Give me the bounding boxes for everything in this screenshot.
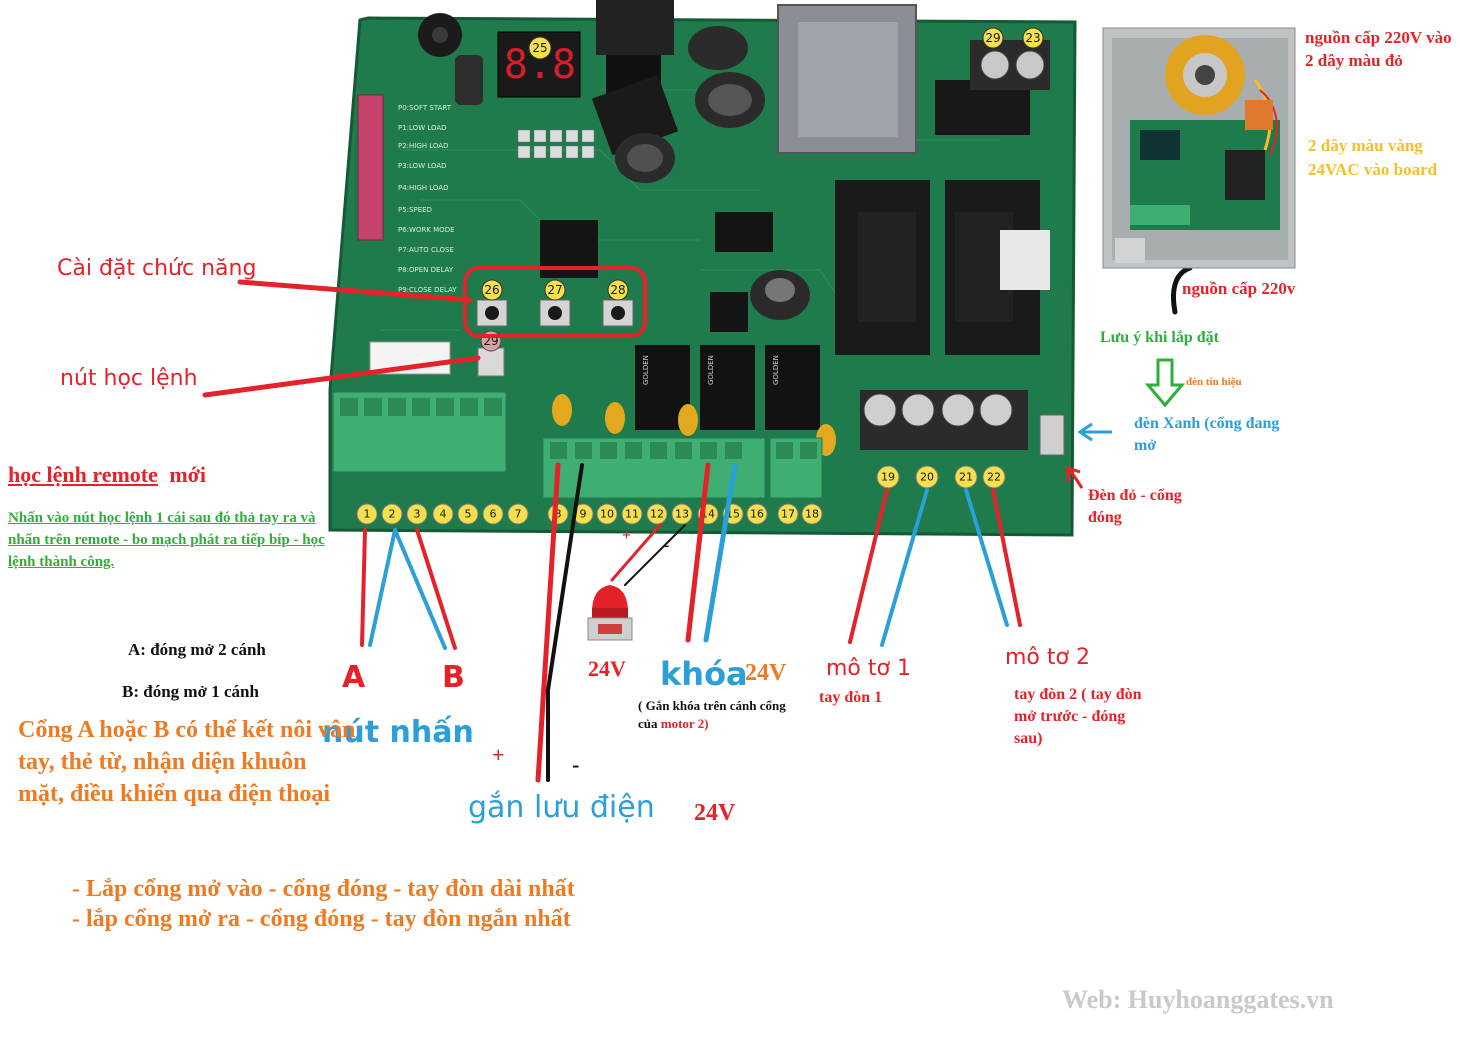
install-note-label: Lưu ý khi lắp đặt xyxy=(1100,329,1219,346)
motor-terminal-21-number: 21 xyxy=(959,471,973,484)
svg-text:P0:SOFT START: P0:SOFT START xyxy=(398,104,452,112)
terminal-4-number: 4 xyxy=(440,508,447,521)
svg-text:GOLDEN: GOLDEN xyxy=(707,355,715,385)
svg-text:P5:SPEED: P5:SPEED xyxy=(398,206,432,214)
svg-text:P6:WORK MODE: P6:WORK MODE xyxy=(398,226,455,234)
terminal-9-number: 9 xyxy=(580,508,587,521)
svg-text:P4:HIGH LOAD: P4:HIGH LOAD xyxy=(398,184,449,192)
lock-note-motor: motor 2) xyxy=(660,716,709,731)
svg-text:P7:AUTO CLOSE: P7:AUTO CLOSE xyxy=(398,246,454,254)
svg-text:P2:HIGH LOAD: P2:HIGH LOAD xyxy=(398,142,449,150)
terminal-5-number: 5 xyxy=(465,508,472,521)
terminal-3-number: 3 xyxy=(414,508,421,521)
motor-terminal-22-number: 22 xyxy=(987,471,1001,484)
mode-a-label: A: đóng mở 2 cánh xyxy=(128,640,266,659)
lamp-plus-sign: + xyxy=(622,527,632,544)
push-button-label: nút nhấn xyxy=(322,715,474,750)
svg-text:GOLDEN: GOLDEN xyxy=(772,355,780,385)
terminal-13-number: 13 xyxy=(675,508,689,521)
up-left-arrow-icon xyxy=(1068,469,1084,489)
install-open-in-note: - Lắp cổng mở vào - cổng đóng - tay đòn … xyxy=(72,876,575,902)
terminal-8-number: 8 xyxy=(555,508,562,521)
down-arrow-icon xyxy=(1144,358,1186,408)
yellow-24vac-note: 2 dây màu vàng 24VAC vào board xyxy=(1308,136,1438,179)
motor-terminal-19-number: 19 xyxy=(881,471,895,484)
terminal-11-number: 11 xyxy=(625,508,639,521)
letter-a-label: A xyxy=(342,660,366,695)
install-open-out-note: - lắp cổng mở ra - cổng đóng - tay đòn n… xyxy=(72,906,571,932)
svg-text:P1:LOW LOAD: P1:LOW LOAD xyxy=(398,124,447,132)
svg-text:P8:OPEN DELAY: P8:OPEN DELAY xyxy=(398,266,454,274)
wires xyxy=(202,265,1193,783)
ups-minus-sign: - xyxy=(572,752,580,777)
terminal-16-number: 16 xyxy=(750,508,764,521)
lock-voltage: 24V xyxy=(745,660,787,686)
learn-button-label: nút học lệnh xyxy=(60,366,198,391)
lock-note-line-1: ( Gắn khóa trên cánh cổng xyxy=(638,698,786,713)
motor-1-label: mô tơ 1 xyxy=(826,656,911,681)
learn-instructions: Nhấn vào nút học lệnh 1 cái sau đó thả t… xyxy=(8,510,325,570)
terminal-2-number: 2 xyxy=(389,508,396,521)
terminal-17-number: 17 xyxy=(781,508,795,521)
mode-b-label: B: đóng mở 1 cánh xyxy=(122,682,259,701)
power-220-label: nguồn cấp 220v xyxy=(1182,279,1296,298)
lock-note-prefix: của xyxy=(638,716,661,731)
svg-text:P9:CLOSE DELAY: P9:CLOSE DELAY xyxy=(398,286,457,294)
website-watermark: Web: Huyhoanggates.vn xyxy=(1062,985,1334,1014)
learn-remote-title: học lệnh remote xyxy=(8,462,158,487)
lamp-voltage: 24V xyxy=(588,656,626,681)
warning-lamp-icon xyxy=(587,585,633,641)
setup-button-2-number: 27 xyxy=(547,283,562,297)
setup-button-1-number: 26 xyxy=(484,283,499,297)
terminal-12-number: 12 xyxy=(650,508,664,521)
power-220-note: nguồn cấp 220V vào 2 dây màu đỏ xyxy=(1305,28,1452,70)
ups-label: gắn lưu điện xyxy=(468,790,655,825)
red-lamp-label: Đèn đỏ - cổng đóng xyxy=(1088,487,1182,526)
setup-buttons: 26 27 28 xyxy=(476,279,634,327)
terminal-1-number: 1 xyxy=(364,508,371,521)
signal-lamp-label: đèn tín hiệu xyxy=(1186,376,1242,388)
terminal-6-number: 6 xyxy=(490,508,497,521)
learn-remote-new: mới xyxy=(169,462,207,487)
display-badge-number: 25 xyxy=(532,41,547,55)
motor-terminal-20-number: 20 xyxy=(920,471,934,484)
lamp-minus-sign: - xyxy=(664,537,670,554)
green-lamp-label: đèn Xanh (cổng đang mở xyxy=(1134,415,1280,454)
control-board: P0:SOFT START P1:LOW LOAD P2:HIGH LOAD P… xyxy=(328,0,1077,537)
svg-text:GOLDEN: GOLDEN xyxy=(642,355,650,385)
ups-plus-sign: + xyxy=(492,742,505,767)
terminal-18-number: 18 xyxy=(805,508,819,521)
terminal-10-number: 10 xyxy=(600,508,614,521)
set-function-label: Cài đặt chức năng xyxy=(57,256,257,281)
top-terminal-1-number: 29 xyxy=(985,31,1000,45)
letter-b-label: B xyxy=(442,660,465,695)
lock-note-line-2: của motor 2) xyxy=(638,716,709,732)
arrow-icons xyxy=(1066,358,1186,489)
top-terminal-2-number: 23 xyxy=(1025,31,1040,45)
terminal-7-number: 7 xyxy=(515,508,522,521)
ups-voltage: 24V xyxy=(694,800,736,826)
motor-2-label: mô tơ 2 xyxy=(1005,645,1090,670)
lock-label: khóa xyxy=(660,655,748,693)
svg-text:P3:LOW LOAD: P3:LOW LOAD xyxy=(398,162,447,170)
access-note: Cổng A hoặc B có thể kết nôi vân tay, th… xyxy=(18,717,356,807)
arm-2-label: tay đòn 2 ( tay đòn mở trước - đóng sau) xyxy=(1014,686,1142,747)
control-box-photo xyxy=(1102,27,1296,269)
learn-remote-heading: học lệnh remote mới xyxy=(8,462,206,488)
arm-1-label: tay đòn 1 xyxy=(819,689,883,706)
setup-button-3-number: 28 xyxy=(610,283,625,297)
